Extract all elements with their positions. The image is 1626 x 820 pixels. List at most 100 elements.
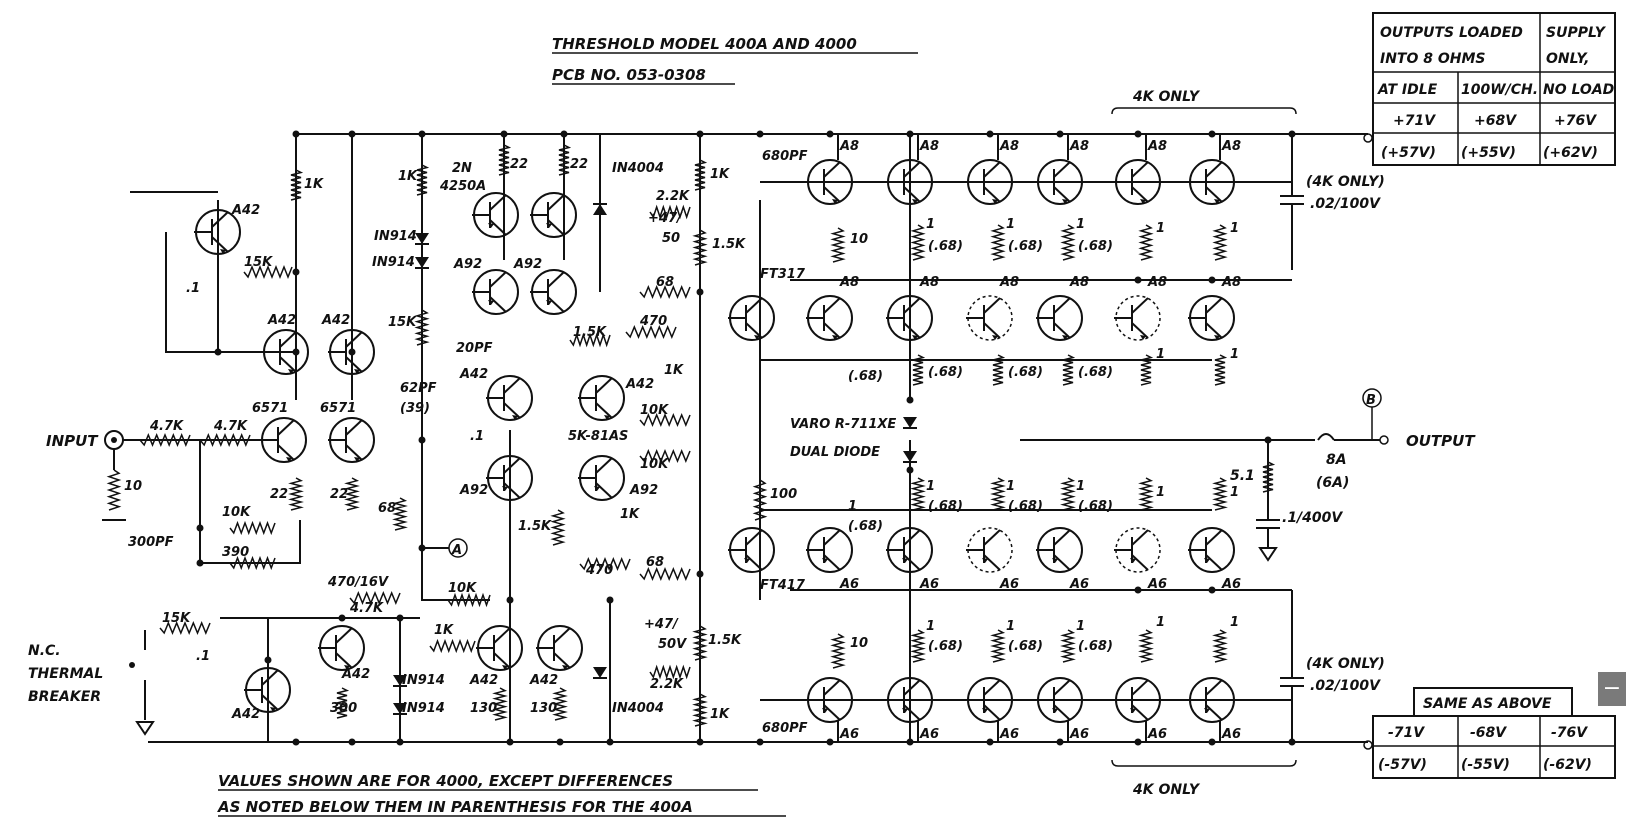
emitter-resistor-bottom-2 <box>910 629 926 663</box>
junction-dot-43 <box>906 466 914 474</box>
resistor-47k-a <box>139 433 191 447</box>
lbl-680-bot: 680PF <box>762 721 808 736</box>
output-transistor-lower-a6-6 <box>1188 527 1235 573</box>
lbl-22d: 22 <box>330 487 348 502</box>
val-neg-100w-400a: (-55V) <box>1461 757 1510 773</box>
output-transistor-lower-a6-5 <box>1114 527 1161 573</box>
cap-top-note: (4K ONLY) <box>1306 174 1385 190</box>
lbl-r10: 10 <box>124 479 142 494</box>
junction-dot-39 <box>606 596 614 604</box>
junction-dot-48 <box>1208 586 1216 594</box>
label-a8-top-1: A8 <box>839 139 859 154</box>
table-header-outputs: OUTPUTS LOADED <box>1380 25 1523 41</box>
junction-dots <box>196 130 1296 746</box>
output-transistor-bottom-a6-4 <box>1036 677 1083 723</box>
transistor-a92-bias <box>578 455 625 501</box>
emitter-resistor-lower-6 <box>1212 477 1228 511</box>
lbl-470-16v: 470/16V <box>327 575 389 590</box>
diode-varo-a <box>903 417 917 429</box>
resistor-1k-c <box>694 159 708 191</box>
resistor-15k-top <box>692 229 708 266</box>
diode-in914-d <box>393 703 407 715</box>
junction-dot-24 <box>906 738 914 746</box>
label-a6-lower-3: A6 <box>999 577 1019 592</box>
ft317-label: FT317 <box>760 267 806 282</box>
junction-dot-7 <box>756 130 764 138</box>
lbl-c1-mid: .1 <box>470 429 484 444</box>
junction-dot-49 <box>264 656 272 664</box>
lbl-62pf-alt: (39) <box>400 401 430 416</box>
zobel-resistor: 5.1 <box>1230 468 1255 484</box>
label-r1-upper-6: 1 <box>1230 347 1239 362</box>
junction-dot-36 <box>196 559 204 567</box>
collapse-button[interactable]: − <box>1598 672 1626 706</box>
lbl-68b: 68 <box>378 501 396 516</box>
transistor-array <box>194 159 1235 723</box>
output-transistor-bottom-a6-6 <box>1188 677 1235 723</box>
lbl-in914-c: IN914 <box>402 673 445 688</box>
lbl-300: 300 <box>330 701 357 716</box>
diode-in4004-top <box>593 203 607 215</box>
resistor-68-bot <box>639 567 691 581</box>
junction-dot-4 <box>500 130 508 138</box>
output-transistor-upper-a8-5 <box>1114 295 1161 341</box>
lbl-22k-top: 2.2K <box>656 189 690 204</box>
label-a8-upper-5: A8 <box>1147 275 1167 290</box>
junction-dot-30 <box>292 268 300 276</box>
lbl-a92-1: A92 <box>453 257 482 272</box>
label-a8-upper-6: A8 <box>1221 275 1241 290</box>
transistor-6571-1 <box>260 417 307 463</box>
resistor-22k-top <box>649 204 691 220</box>
emitter-resistor-upper-5 <box>1140 354 1154 386</box>
output-transistor-lower-a6-1 <box>806 527 853 573</box>
junction-dot-32 <box>292 348 300 356</box>
lbl-300pf: 300PF <box>128 535 174 550</box>
lbl-pot: 5K-81AS <box>568 429 628 444</box>
input-label: INPUT <box>46 432 99 450</box>
label-a6-lower-2: A6 <box>919 577 939 592</box>
label-r1-lower-6: 1 <box>1230 485 1239 500</box>
label-r1-top-5: 1 <box>1156 221 1165 236</box>
resistor-5-1 <box>1262 461 1276 493</box>
junction-dot-2 <box>348 130 356 138</box>
junction-dot-25 <box>986 738 994 746</box>
thermal-label-3: BREAKER <box>28 689 101 705</box>
same-as-above: SAME AS ABOVE <box>1423 696 1552 712</box>
resistor-130b <box>552 687 568 721</box>
table-header-supply: SUPPLY <box>1546 25 1607 41</box>
label-a8-upper-2: A8 <box>919 275 939 290</box>
resistor-15k-bias <box>243 264 293 280</box>
val-noload-4000: +76V <box>1554 113 1597 129</box>
diode-in914-a <box>415 233 429 245</box>
resistor-15k-e <box>159 621 211 635</box>
val-neg-noload-4000: -76V <box>1551 725 1588 741</box>
label-r1-lower-5: 1 <box>1156 485 1165 500</box>
diode-in914-c <box>393 675 407 687</box>
lbl-20pf: 20PF <box>456 341 493 356</box>
junction-dot-21 <box>696 738 704 746</box>
val-idle-4000: +71V <box>1393 113 1436 129</box>
junction-dot-19 <box>556 738 564 746</box>
lbl-1k-b: 1K <box>398 169 418 184</box>
wiring <box>130 134 1292 742</box>
cap-4k-top: (4K ONLY) .02/100V <box>1280 134 1385 270</box>
lbl-10-top: 10 <box>850 232 868 247</box>
lbl-390: 390 <box>222 545 249 560</box>
output-transistor-bottom-a6-3 <box>966 677 1013 723</box>
junction-dot-37 <box>418 544 426 552</box>
label-r068-upper-3: (.68) <box>1008 365 1043 380</box>
resistor-15k-d <box>550 509 566 546</box>
output-transistor-top-a8-1 <box>806 159 853 205</box>
label-r1-lower-3: 1 <box>1006 479 1015 494</box>
junction-dot-38 <box>506 596 514 604</box>
emitter-resistor-top-6 <box>1212 224 1228 261</box>
label-r068-bottom-2: (.68) <box>928 639 963 654</box>
junction-dot-1 <box>292 130 300 138</box>
label-a8-top-2: A8 <box>919 139 939 154</box>
emitter-resistor-top-4 <box>1060 224 1076 261</box>
junction-dot-9 <box>906 130 914 138</box>
transistor-a42-bot-2 <box>244 667 291 713</box>
junction-dot-35 <box>196 524 204 532</box>
resistor-22k-bot <box>649 664 691 680</box>
junction-dot-6 <box>696 130 704 138</box>
